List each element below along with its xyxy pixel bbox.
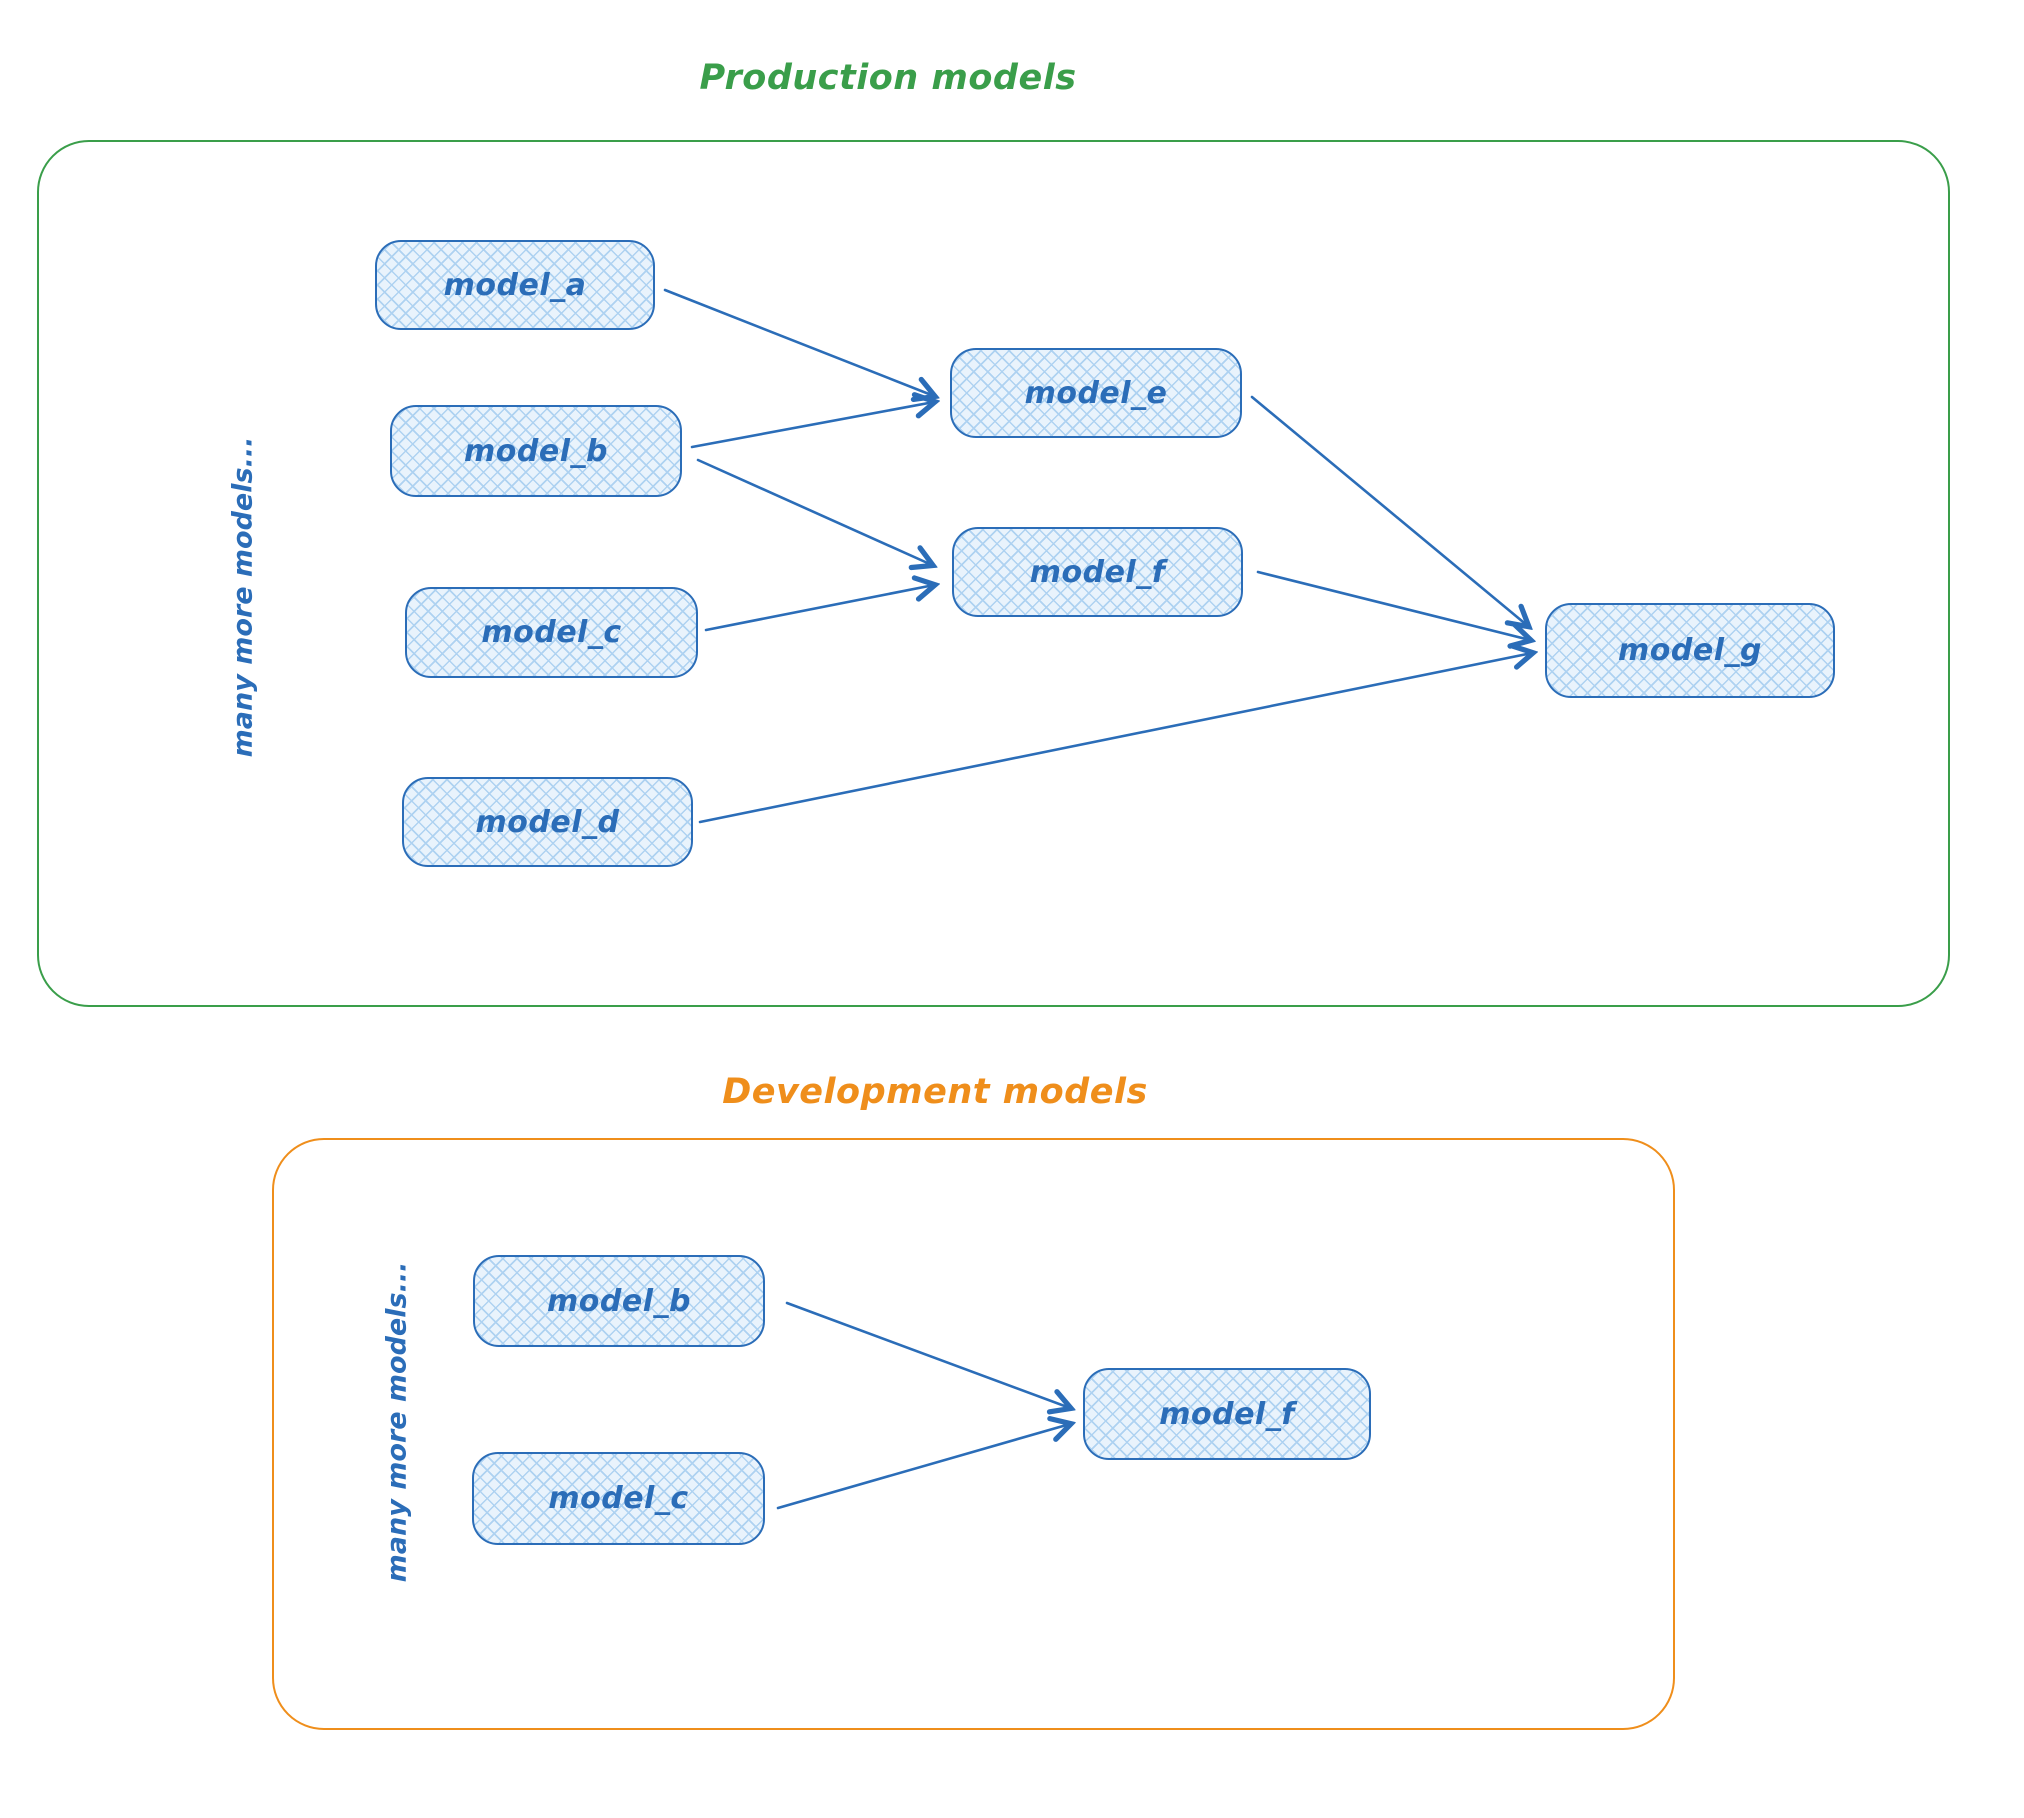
node-model-c-label: model_c xyxy=(481,615,622,650)
node-dev-model-c: model_c xyxy=(472,1452,765,1545)
edge-dev-model-b-to-model-f xyxy=(785,1301,1070,1408)
development-section-title: Development models xyxy=(722,1072,1148,1112)
edge-model-e-to-model-g xyxy=(1250,395,1528,626)
node-model-b-label: model_b xyxy=(464,433,608,469)
node-dev-model-c-label: model_c xyxy=(548,1481,689,1516)
node-model-a: model_a xyxy=(375,240,655,330)
node-dev-model-f-label: model_f xyxy=(1159,1396,1295,1432)
node-dev-model-b-label: model_b xyxy=(547,1283,691,1319)
production-section-title: Production models xyxy=(699,58,1077,98)
node-model-f: model_f xyxy=(952,527,1243,617)
node-dev-model-b: model_b xyxy=(473,1255,765,1347)
node-model-e: model_e xyxy=(950,348,1242,438)
edge-model-b-to-model-e xyxy=(690,402,934,449)
edge-model-f-to-model-g xyxy=(1256,570,1530,640)
node-model-f-label: model_f xyxy=(1029,554,1166,590)
edge-model-b-to-model-f xyxy=(696,458,932,565)
node-model-a-label: model_a xyxy=(443,267,587,303)
node-model-d-label: model_d xyxy=(475,804,620,840)
development-section-frame xyxy=(272,1138,1675,1730)
node-model-g-label: model_g xyxy=(1618,633,1762,668)
edge-dev-model-c-to-model-f xyxy=(776,1424,1070,1510)
node-dev-model-f: model_f xyxy=(1083,1368,1371,1460)
production-section-frame xyxy=(37,140,1950,1007)
node-model-e-label: model_e xyxy=(1024,375,1168,411)
node-model-c: model_c xyxy=(405,587,698,678)
edge-model-c-to-model-f xyxy=(704,585,934,632)
edge-model-d-to-model-g xyxy=(698,653,1532,824)
node-model-b: model_b xyxy=(390,405,682,497)
node-model-d: model_d xyxy=(402,777,693,867)
edge-model-a-to-model-e xyxy=(663,288,934,396)
node-model-g: model_g xyxy=(1545,603,1835,698)
